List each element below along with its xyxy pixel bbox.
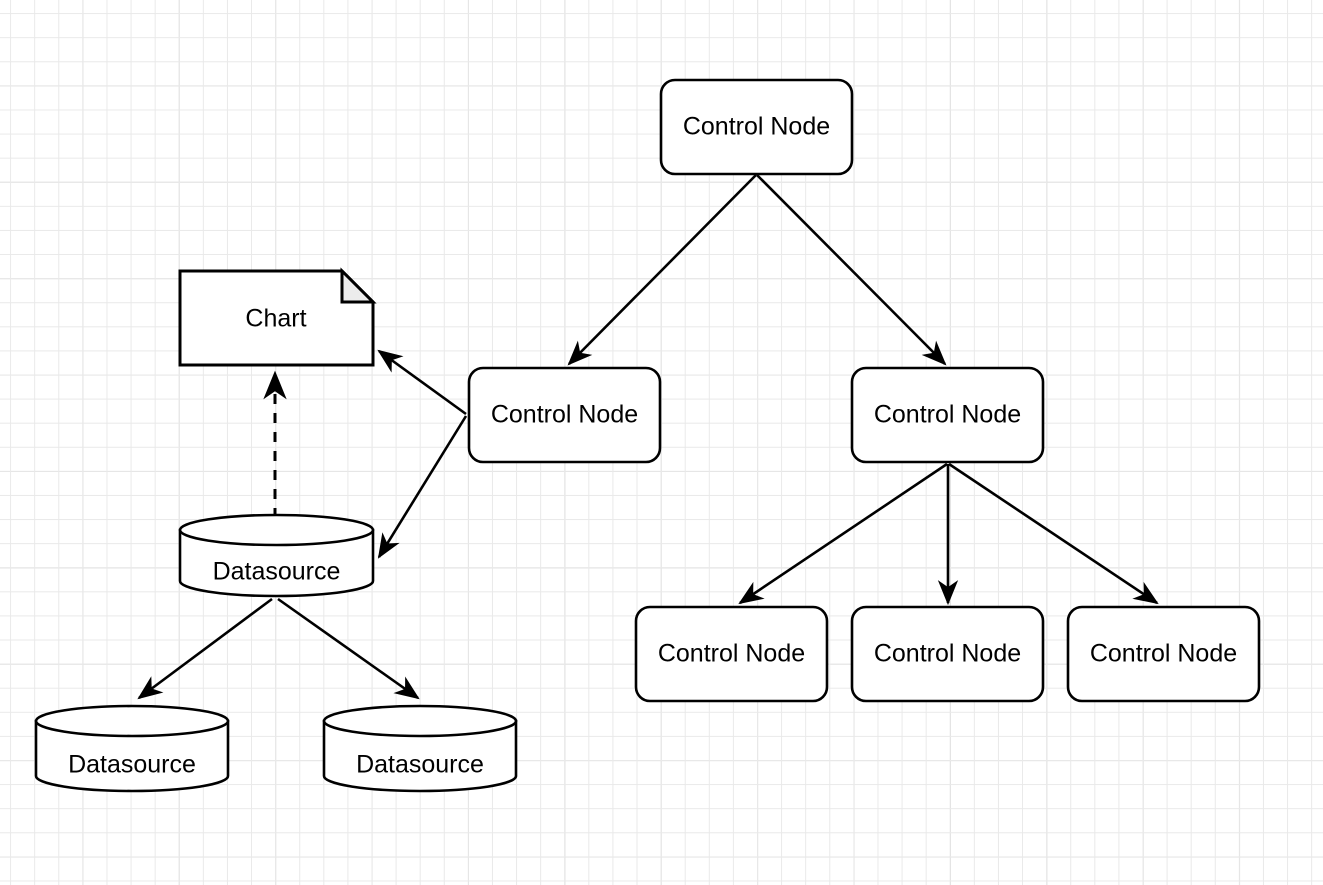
control-node-label: Control Node bbox=[683, 113, 830, 141]
edge-datasource-to-datasource-left[interactable] bbox=[137, 597, 273, 700]
node-chart[interactable]: Chart bbox=[178, 267, 377, 367]
node-control-leaf-2[interactable]: Control Node bbox=[850, 605, 1045, 703]
control-node-label: Control Node bbox=[658, 640, 805, 668]
node-control-left[interactable]: Control Node bbox=[467, 366, 662, 464]
control-node-label: Control Node bbox=[874, 401, 1021, 429]
edge-root-to-control-left[interactable] bbox=[567, 174, 757, 366]
node-datasource-left[interactable]: Datasource bbox=[34, 704, 230, 793]
control-node-box[interactable] bbox=[659, 78, 854, 176]
control-node-label: Control Node bbox=[491, 401, 638, 429]
node-control-right[interactable]: Control Node bbox=[850, 366, 1045, 464]
node-control-root[interactable]: Control Node bbox=[659, 78, 854, 176]
node-control-leaf-3[interactable]: Control Node bbox=[1066, 605, 1261, 703]
chart-document-box[interactable] bbox=[178, 269, 375, 367]
edge-control-left-to-chart[interactable] bbox=[377, 349, 467, 416]
edges-group bbox=[137, 174, 1159, 700]
edge-control-right-to-leaf-1[interactable] bbox=[738, 462, 948, 605]
control-node-box[interactable] bbox=[850, 605, 1045, 703]
edge-root-to-control-right[interactable] bbox=[756, 174, 947, 366]
datasource-cylinder-body[interactable] bbox=[322, 719, 518, 793]
edge-datasource-to-datasource-right[interactable] bbox=[277, 597, 420, 700]
control-node-label: Control Node bbox=[874, 640, 1021, 668]
chart-label: Chart bbox=[245, 305, 306, 333]
node-datasource-right[interactable]: Datasource bbox=[322, 704, 518, 793]
datasource-cylinder-body[interactable] bbox=[178, 528, 375, 598]
edge-control-left-to-datasource[interactable] bbox=[377, 415, 468, 559]
control-node-box[interactable] bbox=[850, 366, 1045, 464]
control-node-box[interactable] bbox=[1066, 605, 1261, 703]
datasource-label: Datasource bbox=[68, 751, 196, 779]
edge-control-right-to-leaf-3[interactable] bbox=[948, 462, 1159, 605]
datasource-cylinder-top bbox=[322, 704, 518, 738]
chart-folded-corner-icon bbox=[340, 267, 377, 304]
node-control-leaf-1[interactable]: Control Node bbox=[634, 605, 829, 703]
control-node-box[interactable] bbox=[467, 366, 662, 464]
node-datasource-main[interactable]: Datasource bbox=[178, 513, 375, 598]
datasource-cylinder-top bbox=[34, 704, 230, 738]
datasource-label: Datasource bbox=[356, 751, 484, 779]
control-node-label: Control Node bbox=[1090, 640, 1237, 668]
control-node-box[interactable] bbox=[634, 605, 829, 703]
datasource-label: Datasource bbox=[213, 558, 341, 586]
datasource-cylinder-top bbox=[178, 513, 375, 547]
datasource-cylinder-body[interactable] bbox=[34, 719, 230, 793]
